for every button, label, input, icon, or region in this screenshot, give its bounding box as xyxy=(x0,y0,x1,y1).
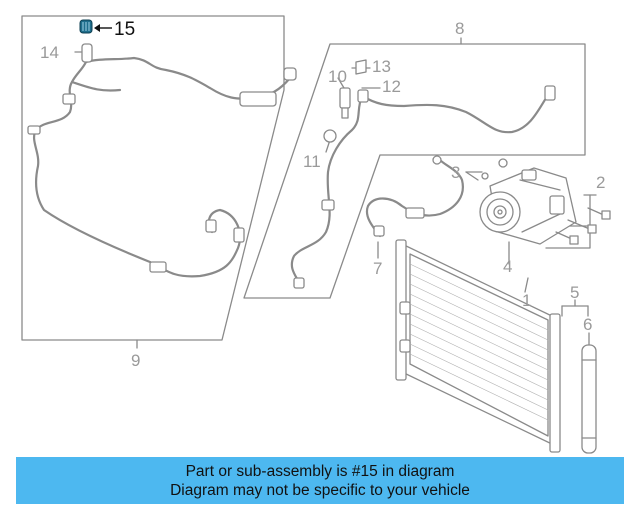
info-banner: Part or sub-assembly is #15 in diagram D… xyxy=(16,457,624,504)
o-ring-11 xyxy=(323,129,337,143)
sensor-12 xyxy=(357,89,369,103)
callout-3: 3 xyxy=(451,163,460,182)
callout-5: 5 xyxy=(570,283,579,302)
ac-compressor xyxy=(479,167,577,245)
hose-7 xyxy=(365,158,464,238)
callout-14: 14 xyxy=(40,43,59,62)
callout-6: 6 xyxy=(583,315,592,334)
callout-11: 11 xyxy=(303,152,321,171)
callout-8: 8 xyxy=(455,19,464,38)
callout-1: 1 xyxy=(522,291,531,310)
ac-parts-diagram: 15 14 8 13 10 12 11 3 2 7 4 1 5 6 9 xyxy=(21,15,611,454)
arrow-15 xyxy=(94,24,112,32)
callout-10: 10 xyxy=(328,67,347,86)
condenser xyxy=(395,239,561,453)
condenser-fins xyxy=(409,263,549,421)
callout-7: 7 xyxy=(373,259,382,278)
pressure-sensor-10 xyxy=(339,87,351,109)
group-box-8 xyxy=(243,43,586,299)
banner-line-2: Diagram may not be specific to your vehi… xyxy=(170,481,470,499)
suction-hose-assembly xyxy=(32,56,292,278)
callout-9: 9 xyxy=(131,351,140,370)
callout-15: 15 xyxy=(114,19,135,40)
receiver-drier xyxy=(581,344,597,454)
callout-2: 2 xyxy=(596,173,605,192)
banner-line-1: Part or sub-assembly is #15 in diagram xyxy=(185,462,455,480)
group-box-9 xyxy=(21,15,285,341)
callout-12: 12 xyxy=(382,77,401,96)
washer-3 xyxy=(498,158,508,168)
compressor-bolts xyxy=(555,207,611,245)
service-valve-14 xyxy=(81,43,93,63)
valve-cap-15 xyxy=(79,19,93,34)
callout-4: 4 xyxy=(503,257,512,276)
cap-13 xyxy=(355,59,367,75)
callout-13: 13 xyxy=(372,57,391,76)
